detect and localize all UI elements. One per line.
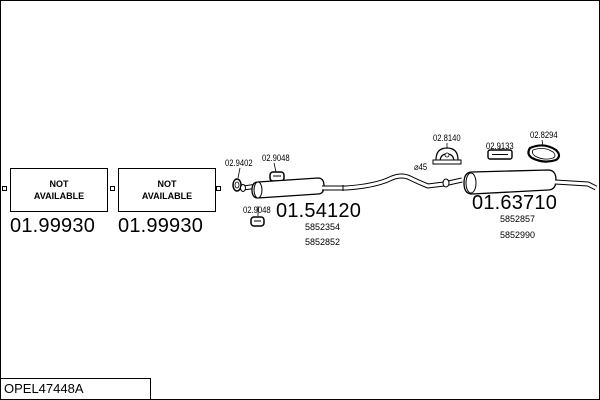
not-available-line1: NOT [49,179,69,189]
oem-number-rear-1: 5852857 [500,214,536,224]
not-available-line2: AVAILABLE [33,191,85,201]
rubber-hanger-part-lower [250,216,265,227]
clamp-ring-part [232,178,242,192]
accessory-label-bracket: 02.8140 [433,133,461,143]
accessory-label-ring-mount: 02.8294 [530,130,558,140]
part-number-left-2: 01.99930 [118,215,204,237]
not-available-box-2: NOT AVAILABLE [118,168,216,212]
not-available-line2: AVAILABLE [141,191,193,201]
accessory-label-hanger-lower: 02.9048 [243,205,271,215]
rubber-hanger-part-upper [269,171,285,182]
accessory-label-hanger-upper: 02.9048 [262,153,290,163]
connector-squares [2,186,221,191]
accessory-label-rubber-mount: 02.9133 [486,141,514,151]
accessory-label-clamp: 02.9402 [225,158,253,168]
part-number-left-1: 01.99930 [10,215,96,237]
ring-mount-part [527,144,561,163]
bracket-part [432,147,462,165]
rubber-mount-part [487,149,513,160]
pipe-diameter-label: ⌀45 [414,162,428,172]
rear-silencer-part [442,169,598,195]
not-available-box-1: NOT AVAILABLE [10,168,108,212]
part-number-middle-silencer: 01.54120 [276,200,362,222]
middle-silencer-part [240,173,445,199]
title-box [1,378,151,399]
oem-number-middle-2: 5852852 [305,237,341,247]
part-number-rear-silencer: 01.63710 [472,192,558,214]
oem-number-middle-1: 5852354 [305,222,341,232]
not-available-line1: NOT [157,179,177,189]
oem-number-rear-2: 5852990 [500,230,536,240]
diagram-title: OPEL47448A [4,381,84,396]
